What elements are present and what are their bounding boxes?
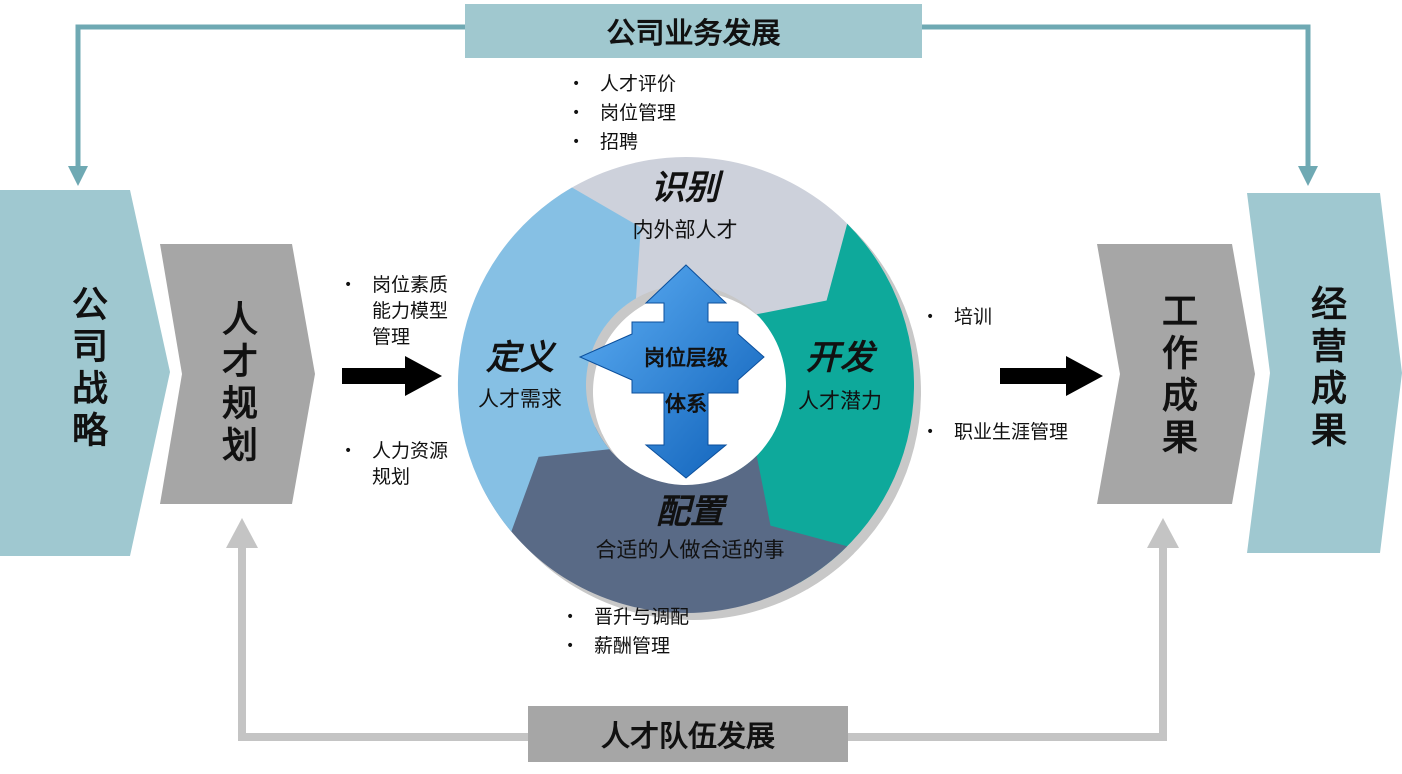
banner-label: 公司业务发展 — [606, 16, 781, 50]
arrow-right-icon — [1000, 356, 1103, 396]
develop-title: 开发 — [806, 338, 874, 378]
banner-label: 人才队伍发展 — [600, 719, 775, 753]
talent-cycle — [457, 156, 922, 620]
bullet-item: 培训 — [926, 303, 992, 332]
deploy-title: 配置 — [656, 492, 724, 532]
deploy-subtitle: 合适的人做合适的事 — [595, 538, 785, 562]
arrow-up-right-icon — [1147, 518, 1179, 548]
business-results-label: 经营成果 — [1305, 285, 1346, 453]
chevron-talent-planning — [160, 244, 315, 504]
right-upper-bullets: 培训 — [926, 303, 992, 332]
company-strategy-label: 公司战略 — [66, 285, 107, 453]
chevron-company-strategy — [0, 190, 170, 556]
bullet-item: 职业生涯管理 — [926, 418, 1068, 447]
develop-subtitle: 人才潜力 — [798, 389, 882, 413]
chevron-work-results — [1097, 244, 1255, 504]
top-connector — [75, 24, 1311, 170]
left-lower-bullets: 人力资源规划 — [344, 438, 464, 490]
bottom-connector — [238, 540, 1167, 741]
four-way-arrow-icon — [578, 264, 765, 479]
bullet-item: 岗位素质能力模型管理 — [344, 272, 464, 350]
arrow-up-left-icon — [226, 518, 258, 548]
deploy-segment — [479, 416, 848, 613]
identify-subtitle: 内外部人才 — [632, 218, 738, 242]
bullet-item: 岗位管理 — [572, 99, 676, 128]
top-bullets: 人才评价 岗位管理 招聘 — [572, 70, 676, 157]
company-business-development-banner: 公司业务发展 — [465, 4, 922, 58]
chevron-business-results — [1247, 193, 1402, 553]
talent-team-development-banner: 人才队伍发展 — [528, 706, 848, 762]
arrow-down-left-icon — [68, 166, 88, 186]
bullet-item: 晋升与调配 — [566, 603, 689, 632]
center-label-line1: 岗位层级 — [644, 346, 728, 370]
bullet-item: 招聘 — [572, 128, 676, 157]
bullet-item: 人才评价 — [572, 70, 676, 99]
talent-planning-label: 人才规划 — [216, 300, 257, 468]
center-label-line2: 体系 — [665, 392, 707, 416]
work-results-label: 工作成果 — [1156, 292, 1197, 460]
bullet-item: 人力资源规划 — [344, 438, 464, 490]
bottom-bullets: 晋升与调配 薪酬管理 — [566, 603, 689, 661]
bullet-item: 薪酬管理 — [566, 632, 689, 661]
define-subtitle: 人才需求 — [478, 387, 562, 411]
arrow-down-right-icon — [1298, 166, 1318, 186]
identify-title: 识别 — [651, 168, 719, 208]
left-upper-bullets: 岗位素质能力模型管理 — [344, 272, 464, 350]
develop-segment — [731, 223, 915, 583]
arrow-right-icon — [342, 356, 442, 396]
define-segment — [457, 187, 641, 532]
define-title: 定义 — [486, 338, 554, 378]
right-lower-bullets: 职业生涯管理 — [926, 418, 1068, 447]
